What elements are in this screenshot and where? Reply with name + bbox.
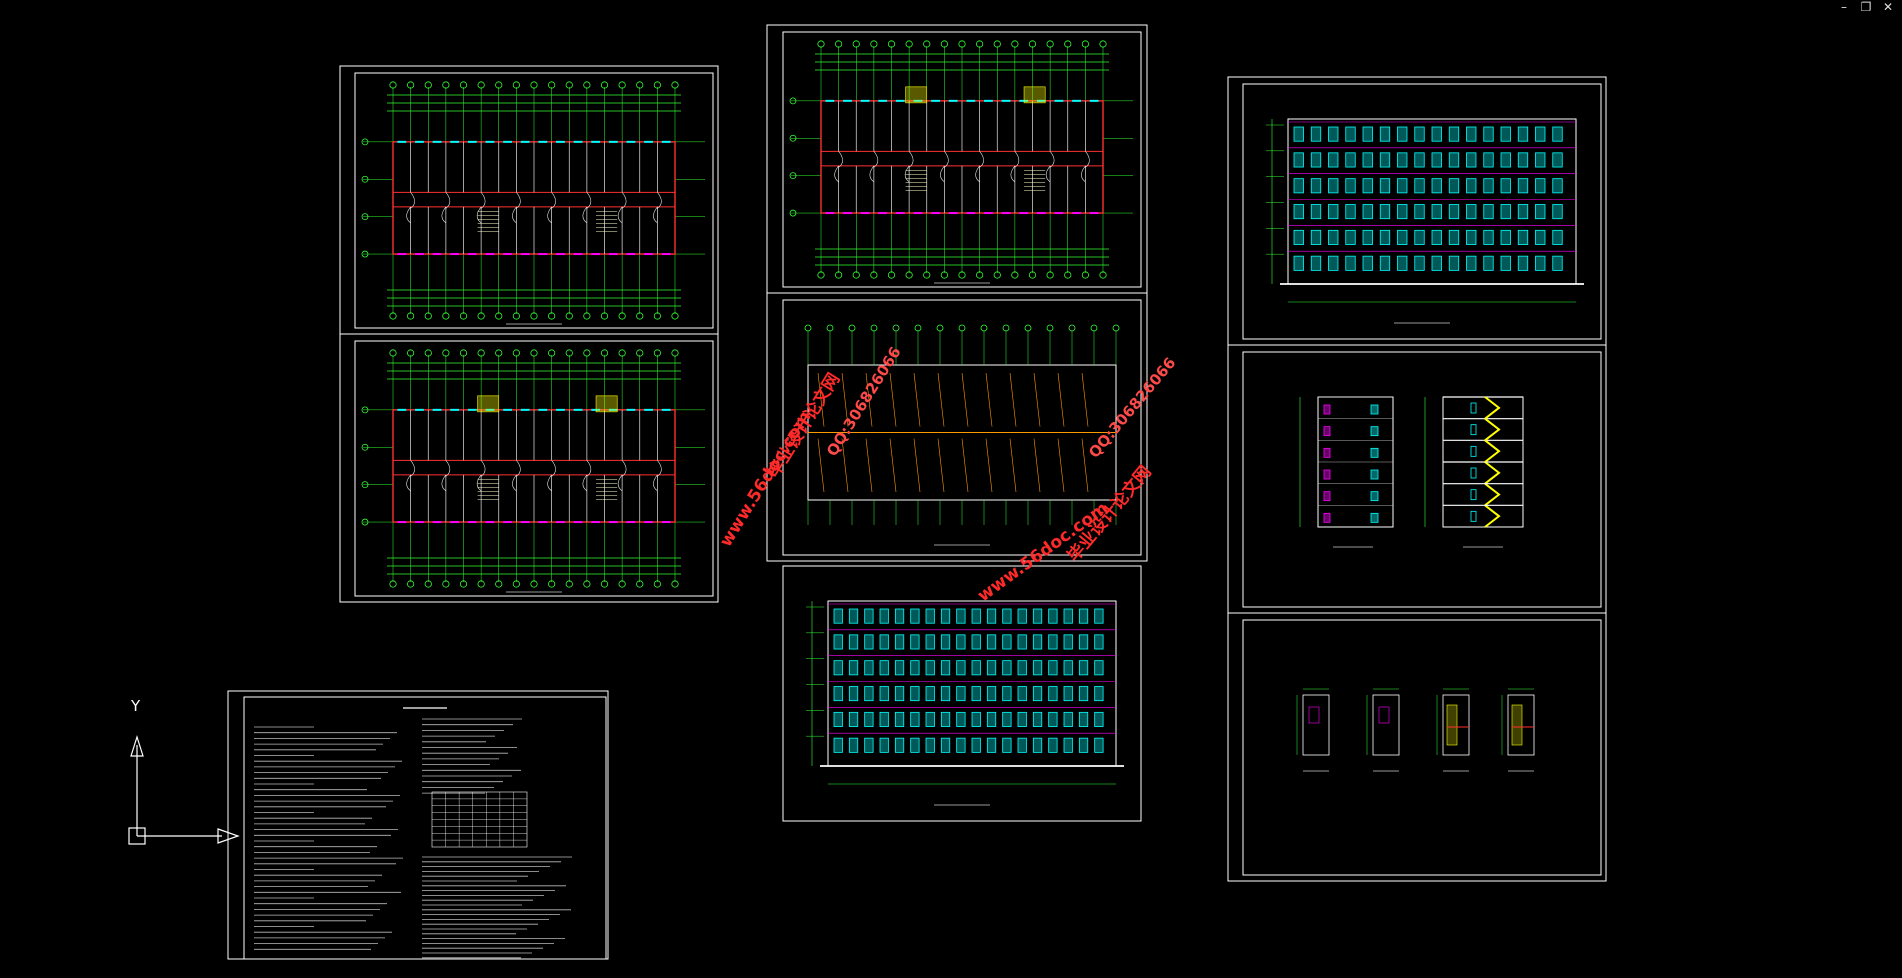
restore-icon[interactable]: ❐: [1860, 0, 1872, 14]
sheet-design-notes[interactable]: [227, 690, 609, 960]
sheet-section-side[interactable]: [1227, 344, 1607, 614]
sheet-floor-plan-2[interactable]: [339, 333, 719, 603]
window-controls: – ❐ ✕: [1838, 0, 1894, 18]
sheet-floor-plan-1[interactable]: [339, 65, 719, 335]
ucs-icon: [128, 735, 240, 845]
minimize-icon[interactable]: –: [1841, 0, 1847, 14]
close-icon[interactable]: ✕: [1882, 0, 1894, 14]
sheet-floor-plan-3[interactable]: [766, 24, 1148, 294]
ucs-y-label: Y: [131, 697, 141, 715]
sheet-elevation-main[interactable]: [782, 565, 1142, 822]
sheet-roof-plan[interactable]: [766, 292, 1148, 562]
sheet-details[interactable]: [1227, 612, 1607, 882]
sheet-elevation-front[interactable]: [1227, 76, 1607, 346]
